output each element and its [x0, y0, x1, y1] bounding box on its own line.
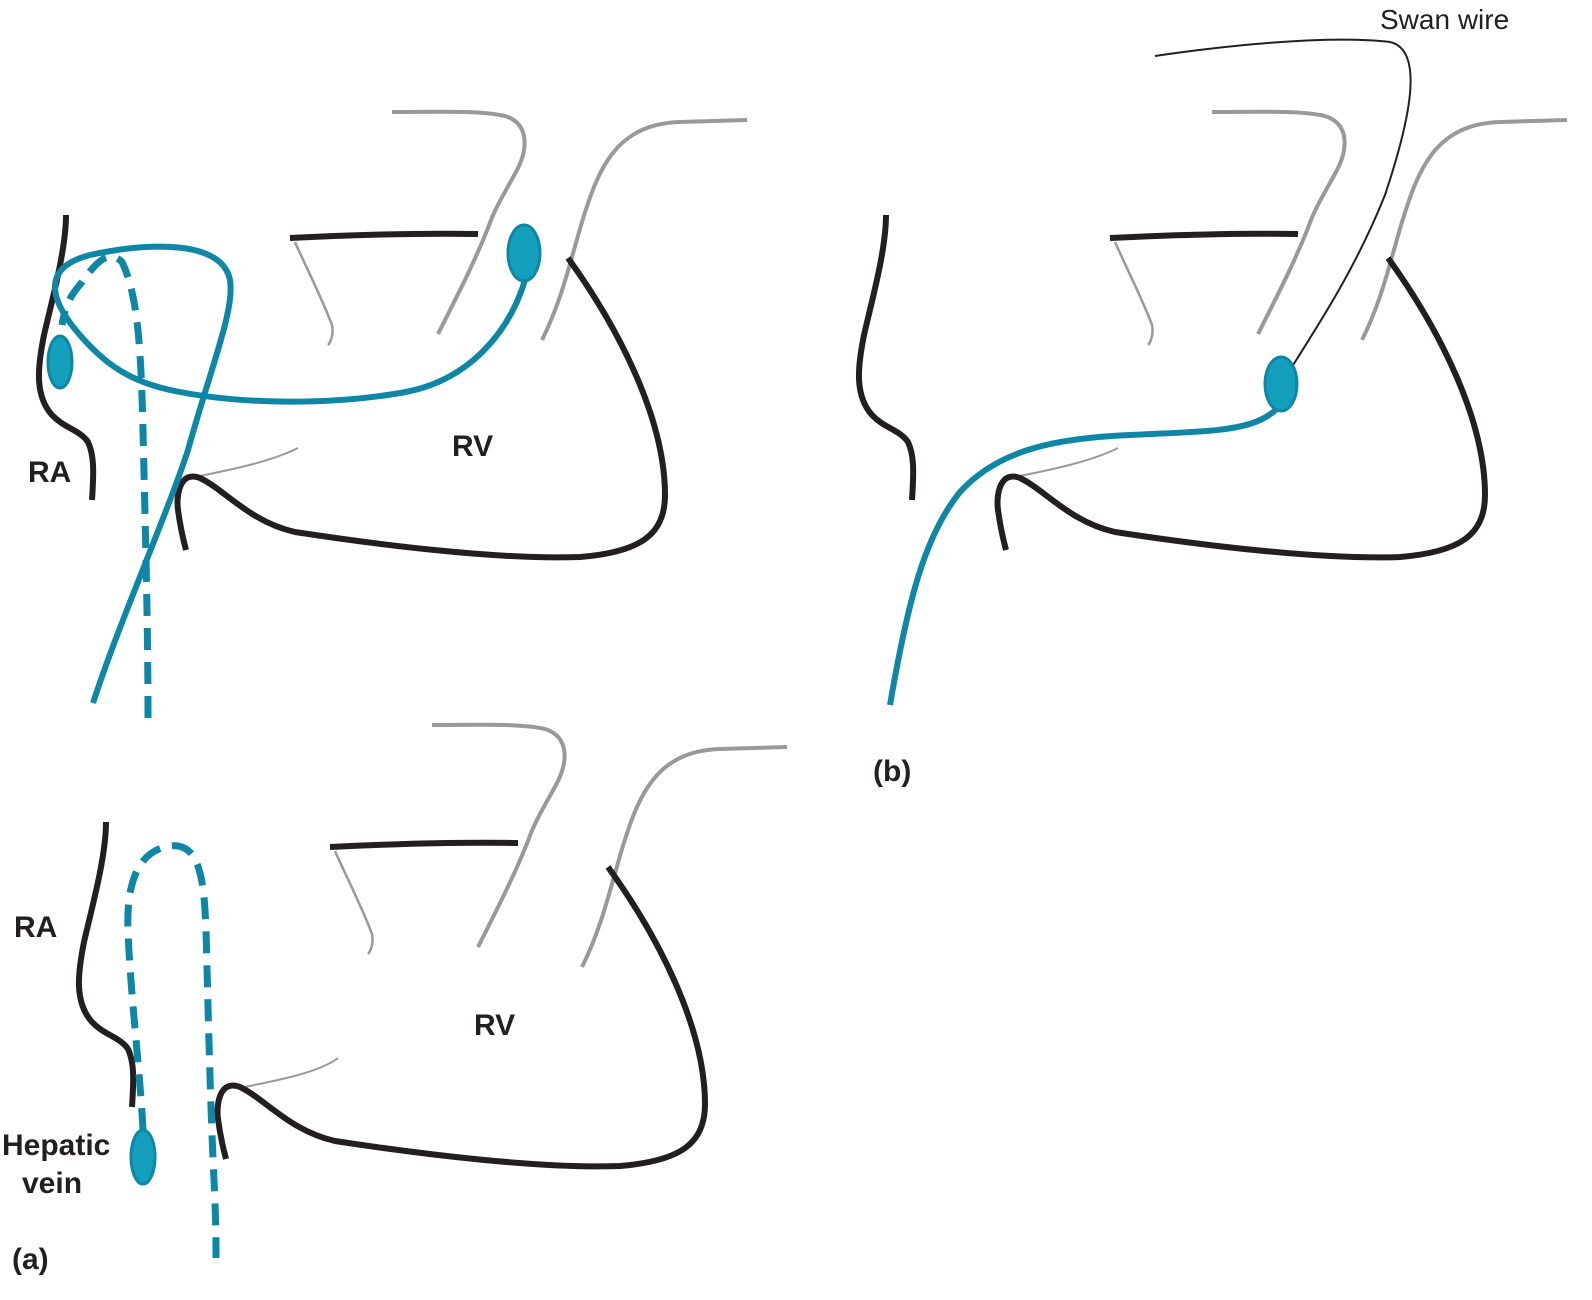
balloon-hepatic: [129, 1128, 157, 1186]
label-hepatic-line2: vein: [22, 1167, 83, 1200]
panel-b: [856, 38, 1568, 706]
tricuspid-chord-bottom: [189, 447, 299, 479]
label-ra-a: RA: [14, 911, 58, 944]
rv-free-wall: [994, 256, 1488, 561]
balloon-tip: [1263, 355, 1299, 413]
tricuspid-chord-top: [293, 241, 334, 346]
label-ra-top: RA: [28, 456, 72, 489]
rv-free-wall: [174, 256, 668, 561]
panel-label-b: (b): [873, 755, 912, 788]
balloon-ra: [46, 334, 74, 390]
balloon-pa: [506, 223, 542, 283]
tricuspid-annulus: [329, 839, 519, 850]
panel-a: [76, 722, 788, 1259]
pulmonary-artery-right-wall: [540, 118, 748, 341]
pulmonary-artery-right-wall: [1360, 118, 1568, 341]
swan-wire: [1154, 38, 1412, 371]
pulmonary-artery-right-wall: [580, 745, 788, 968]
catheter-solid-path: [887, 394, 1288, 706]
pulmonary-artery-left-wall: [1211, 109, 1347, 335]
ra-wall: [856, 214, 917, 501]
label-hepatic-vein: Hepatic vein: [2, 1127, 110, 1203]
panel-top-left: [36, 109, 748, 719]
tricuspid-annulus: [1109, 230, 1299, 241]
tricuspid-chord-top: [1113, 241, 1154, 346]
tricuspid-annulus: [289, 230, 479, 241]
catheter-dashed-path: [124, 842, 220, 1259]
label-rv-a: RV: [474, 1009, 516, 1042]
panel-label-a: (a): [12, 1243, 49, 1276]
rv-free-wall: [214, 865, 708, 1170]
catheter-dashed-path: [58, 253, 152, 719]
pulmonary-artery-left-wall: [391, 109, 527, 335]
label-swan-wire: Swan wire: [1380, 4, 1510, 35]
label-rv-top: RV: [452, 430, 494, 463]
catheter-solid-loop: [52, 243, 528, 704]
ra-wall: [76, 821, 137, 1108]
pulmonary-artery-left-wall: [431, 722, 567, 948]
tricuspid-chord-bottom: [1009, 447, 1119, 479]
tricuspid-chord-bottom: [239, 1057, 339, 1089]
tricuspid-chord-top: [333, 850, 374, 955]
label-hepatic-line1: Hepatic: [2, 1129, 111, 1162]
